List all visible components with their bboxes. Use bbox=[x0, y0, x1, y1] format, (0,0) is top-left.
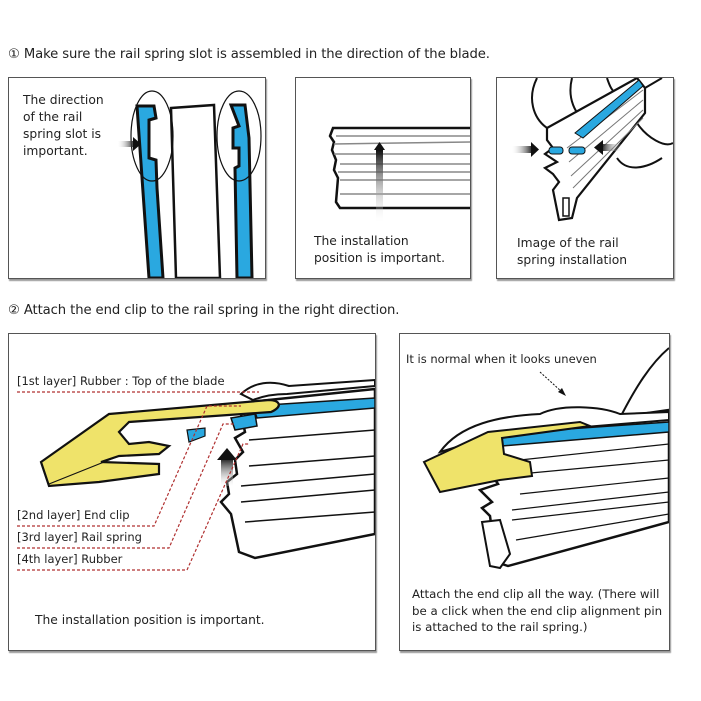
top-rubber bbox=[239, 378, 375, 402]
blade-profile-illustration bbox=[328, 126, 470, 222]
caption-line: position is important. bbox=[314, 251, 446, 265]
caption-line: is attached to the rail spring.) bbox=[412, 620, 588, 634]
rail-spring-blue bbox=[574, 79, 644, 139]
caption-line: The installation bbox=[314, 234, 409, 248]
blade-pin bbox=[480, 518, 512, 570]
pointer-arrow-shaft bbox=[117, 141, 135, 147]
end-clip-yellow bbox=[39, 398, 280, 488]
panel-rail-slot-direction: The direction of the rail spring slot is… bbox=[8, 77, 266, 279]
panel-end-clip-layers: [1st layer] Rubber : Top of the blade [2… bbox=[8, 333, 376, 651]
panel4-caption: The installation position is important. bbox=[35, 613, 265, 627]
leader-3rd-layer bbox=[17, 423, 234, 549]
up-arrow-head bbox=[217, 448, 237, 460]
caption-line: of the rail bbox=[23, 110, 83, 124]
arrow-left-shaft bbox=[511, 146, 533, 153]
panel-installation-position: The installation position is important. bbox=[295, 77, 471, 279]
caption-line: The direction bbox=[23, 93, 104, 107]
end-clip-layers-illustration bbox=[17, 378, 375, 571]
section2-heading: ② Attach the end clip to the rail spring… bbox=[8, 303, 400, 318]
layer-label-2nd: [2nd layer] End clip bbox=[17, 508, 130, 522]
uneven-note: It is normal when it looks uneven bbox=[406, 352, 597, 366]
blade-grooves bbox=[333, 135, 470, 195]
leader-4th-layer bbox=[17, 443, 249, 571]
pointer-arrow-head bbox=[133, 137, 141, 151]
hand-outline bbox=[621, 347, 669, 415]
blade-profile bbox=[328, 126, 470, 210]
caption-line: be a click when the end clip alignment p… bbox=[412, 603, 663, 618]
up-arrow-shaft bbox=[376, 150, 383, 222]
highlight-circle-right bbox=[216, 90, 262, 182]
panel1-caption: The direction of the rail spring slot is… bbox=[23, 92, 104, 160]
section1-heading: ① Make sure the rail spring slot is asse… bbox=[8, 47, 490, 62]
up-arrow-head bbox=[374, 142, 385, 150]
caption-line: spring slot is bbox=[23, 127, 102, 141]
panel-rail-spring-installation: Image of the rail spring installation bbox=[496, 77, 674, 279]
highlight-circle-left bbox=[130, 90, 174, 182]
right-rail-spring bbox=[228, 103, 254, 278]
panel3-caption: Image of the rail spring installation bbox=[517, 235, 627, 269]
leader-2nd-layer bbox=[17, 405, 241, 527]
attach-end-clip-illustration bbox=[422, 347, 669, 570]
rail-slot-left bbox=[548, 146, 564, 155]
blade-lines bbox=[240, 429, 375, 523]
rail-slot-illustration bbox=[117, 90, 262, 278]
left-rail-spring bbox=[135, 104, 165, 278]
rail-slot-right bbox=[568, 146, 586, 155]
rail-spring-tip bbox=[230, 413, 258, 431]
note-arrow bbox=[539, 371, 563, 393]
panel5-caption: Attach the end clip all the way. (There … bbox=[412, 586, 662, 636]
blade-lines bbox=[511, 443, 669, 541]
panel-attach-end-clip: It is normal when it looks uneven Attach… bbox=[399, 333, 670, 651]
end-clip-yellow bbox=[422, 420, 594, 494]
leader-lines bbox=[17, 391, 259, 571]
top-rubber bbox=[437, 406, 669, 454]
arrow-right-shaft bbox=[601, 144, 623, 151]
up-arrow-shaft bbox=[221, 458, 233, 486]
rail-spring-back bbox=[186, 427, 206, 443]
layer-label-4th: [4th layer] Rubber bbox=[17, 552, 123, 566]
caption-line: important. bbox=[23, 144, 88, 158]
caption-line: Image of the rail bbox=[517, 236, 619, 250]
blade-center bbox=[169, 103, 222, 278]
arrow-right-head bbox=[594, 140, 603, 155]
panel2-caption: The installation position is important. bbox=[314, 233, 445, 267]
arrow-left-head bbox=[531, 142, 539, 157]
layer-label-3rd: [3rd layer] Rail spring bbox=[17, 530, 142, 544]
hand-installation-illustration bbox=[511, 78, 673, 222]
blade-pin bbox=[562, 197, 570, 217]
layer-label-1st: [1st layer] Rubber : Top of the blade bbox=[17, 374, 225, 388]
caption-line: spring installation bbox=[517, 253, 628, 267]
caption-line: Attach the end clip all the way. (There … bbox=[412, 587, 660, 601]
